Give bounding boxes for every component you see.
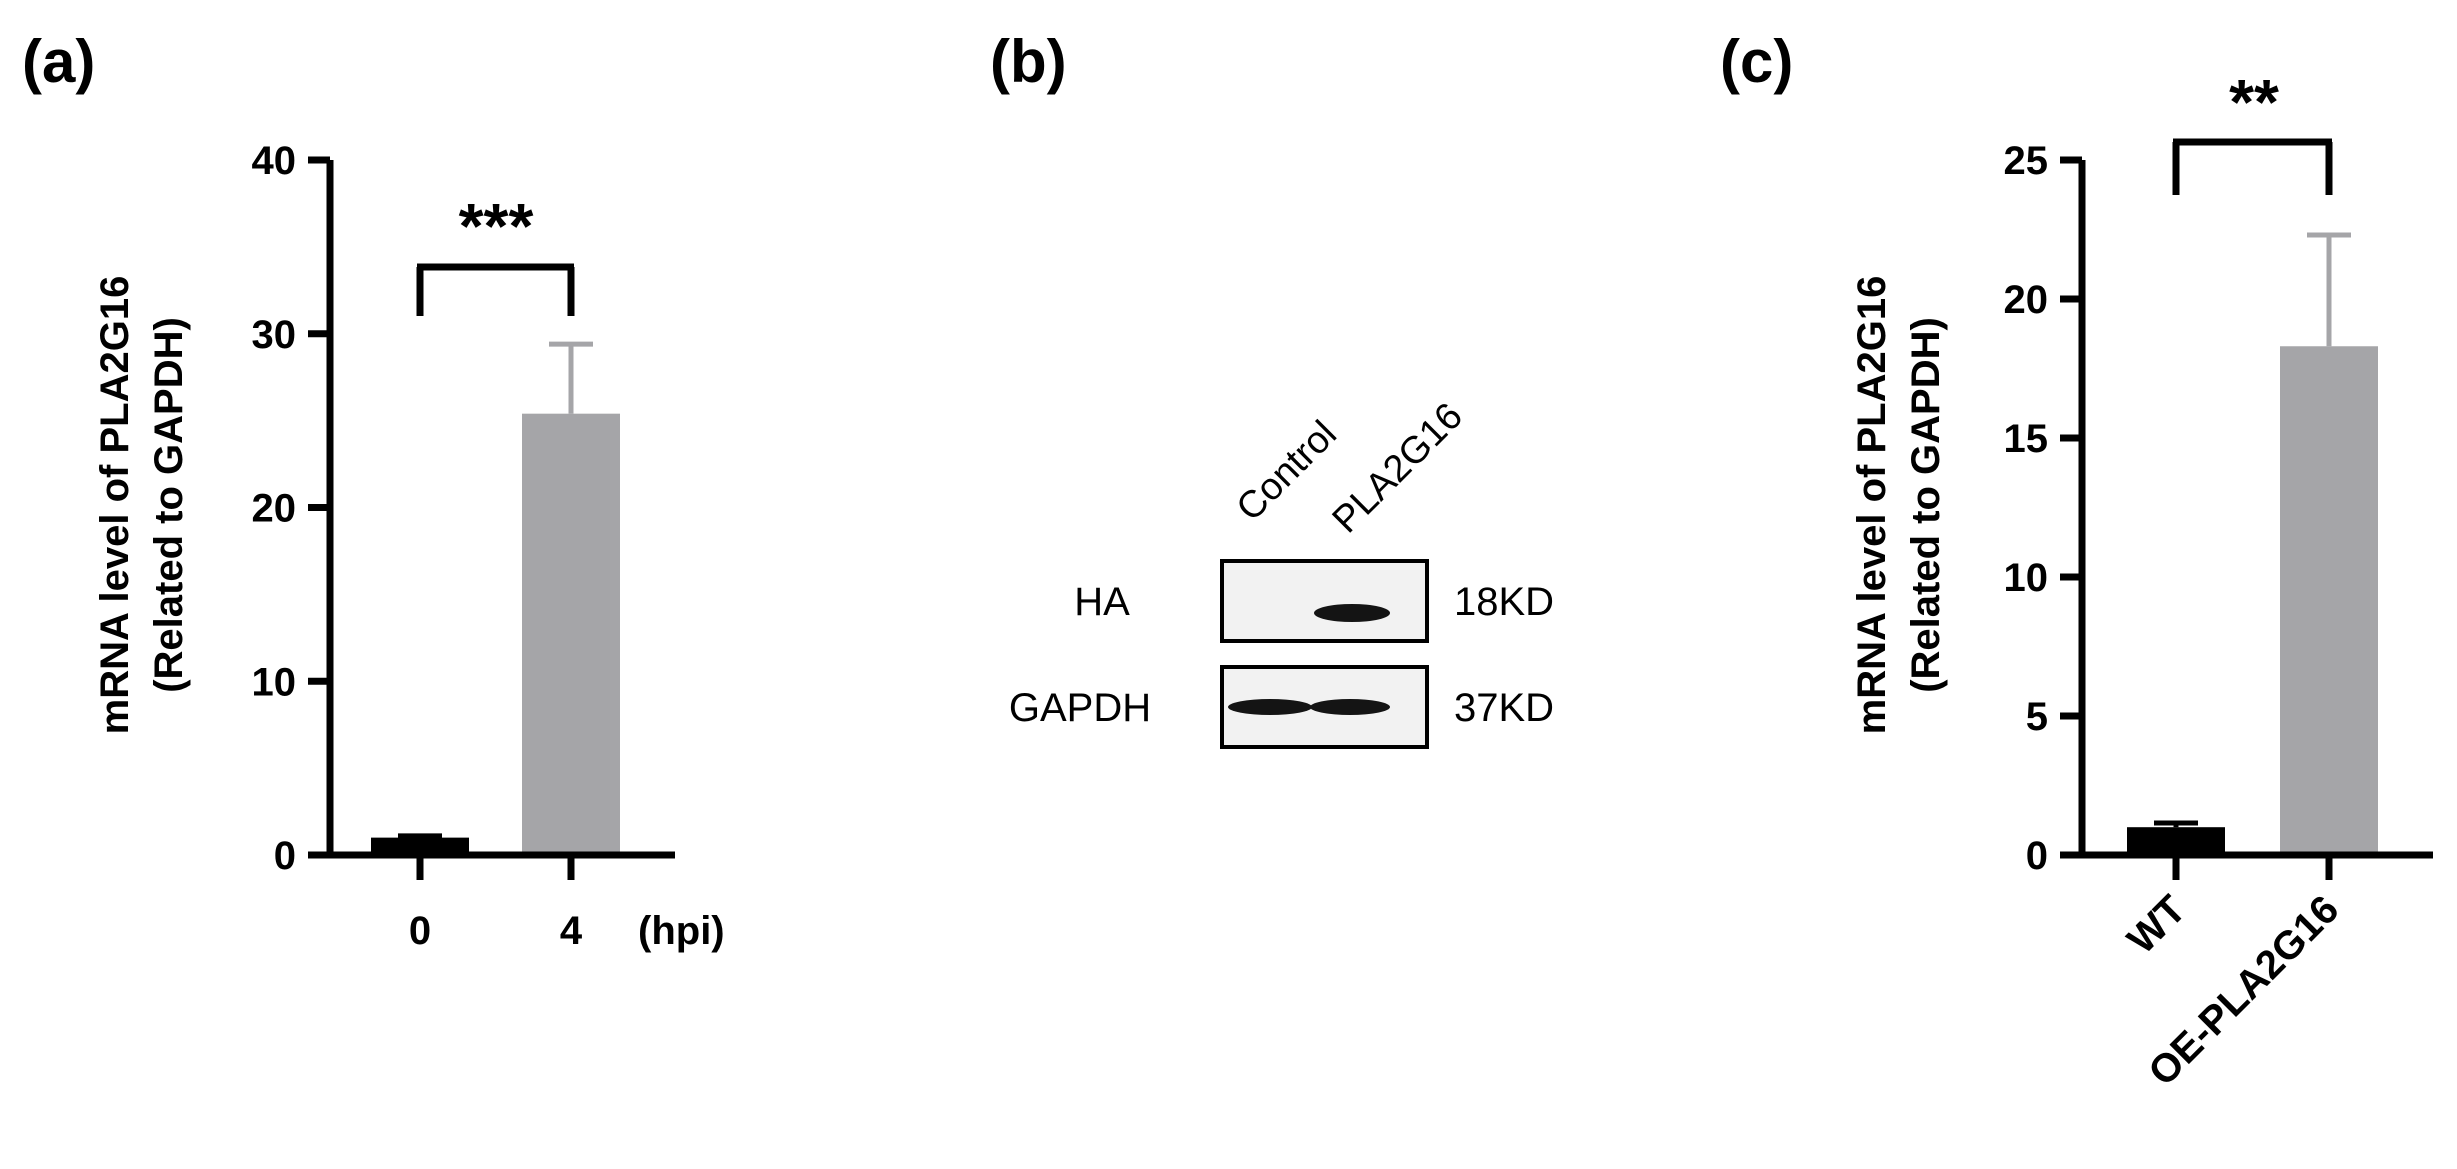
panel-label-c: (c): [1720, 28, 1793, 95]
chart-a-ylabel-line2: (Related to GAPDH): [147, 317, 191, 693]
chart-c-ytick-label-3: 15: [2004, 417, 2049, 461]
chart-c-ytick-label-2: 10: [2004, 556, 2049, 600]
blot-band-ha-pla2g16: [1314, 604, 1390, 622]
chart-a-ytick-label-4: 40: [252, 139, 297, 183]
chart-a-xlabel-1: 4: [560, 909, 583, 953]
chart-c-ytick-label-1: 5: [2026, 695, 2048, 739]
chart-a-x-unit: (hpi): [638, 909, 725, 953]
chart-c-ytick-label-4: 20: [2004, 278, 2049, 322]
blot-row-label-gapdh: GAPDH: [1009, 686, 1151, 730]
chart-a-bar-1: [522, 413, 620, 855]
blot-band-gapdh-pla2g16: [1310, 699, 1390, 715]
chart-c-ytick-label-5: 25: [2004, 139, 2049, 183]
chart-a-ytick-label-2: 20: [252, 487, 297, 531]
chart-a-ylabel-line1: mRNA level of PLA2G16: [93, 276, 137, 735]
blot-size-gapdh: 37KD: [1454, 686, 1554, 730]
panel-label-b: (b): [990, 28, 1067, 95]
chart-c-bar-0: [2127, 827, 2225, 855]
chart-a-xlabel-0: 0: [409, 909, 431, 953]
chart-c-bar-1: [2280, 346, 2378, 855]
chart-c-ytick-label-0: 0: [2026, 834, 2048, 878]
western-blot: Control PLA2G16 HA GAPDH 18KD 37KD: [1009, 395, 1554, 749]
chart-c-xlabel-0: WT: [2119, 887, 2194, 962]
chart-c-ylabel-line1: mRNA level of PLA2G16: [1850, 276, 1894, 735]
blot-row-label-ha: HA: [1074, 580, 1130, 624]
panel-label-a: (a): [22, 28, 95, 95]
blot-band-gapdh-control: [1228, 699, 1312, 715]
blot-lane-label-pla2g16: PLA2G16: [1325, 395, 1471, 541]
chart-a-ytick-label-1: 10: [252, 660, 297, 704]
chart-c-ylabel-line2: (Related to GAPDH): [1904, 317, 1948, 693]
chart-c-significance: **: [2229, 66, 2279, 138]
chart-a-ytick-label-3: 30: [252, 313, 297, 357]
blot-row-ha: [1220, 559, 1429, 643]
chart-a-bar-0: [371, 837, 469, 855]
blot-size-ha: 18KD: [1454, 580, 1554, 624]
chart-a-significance: ***: [459, 190, 534, 262]
chart-a-ytick-label-0: 0: [274, 834, 296, 878]
